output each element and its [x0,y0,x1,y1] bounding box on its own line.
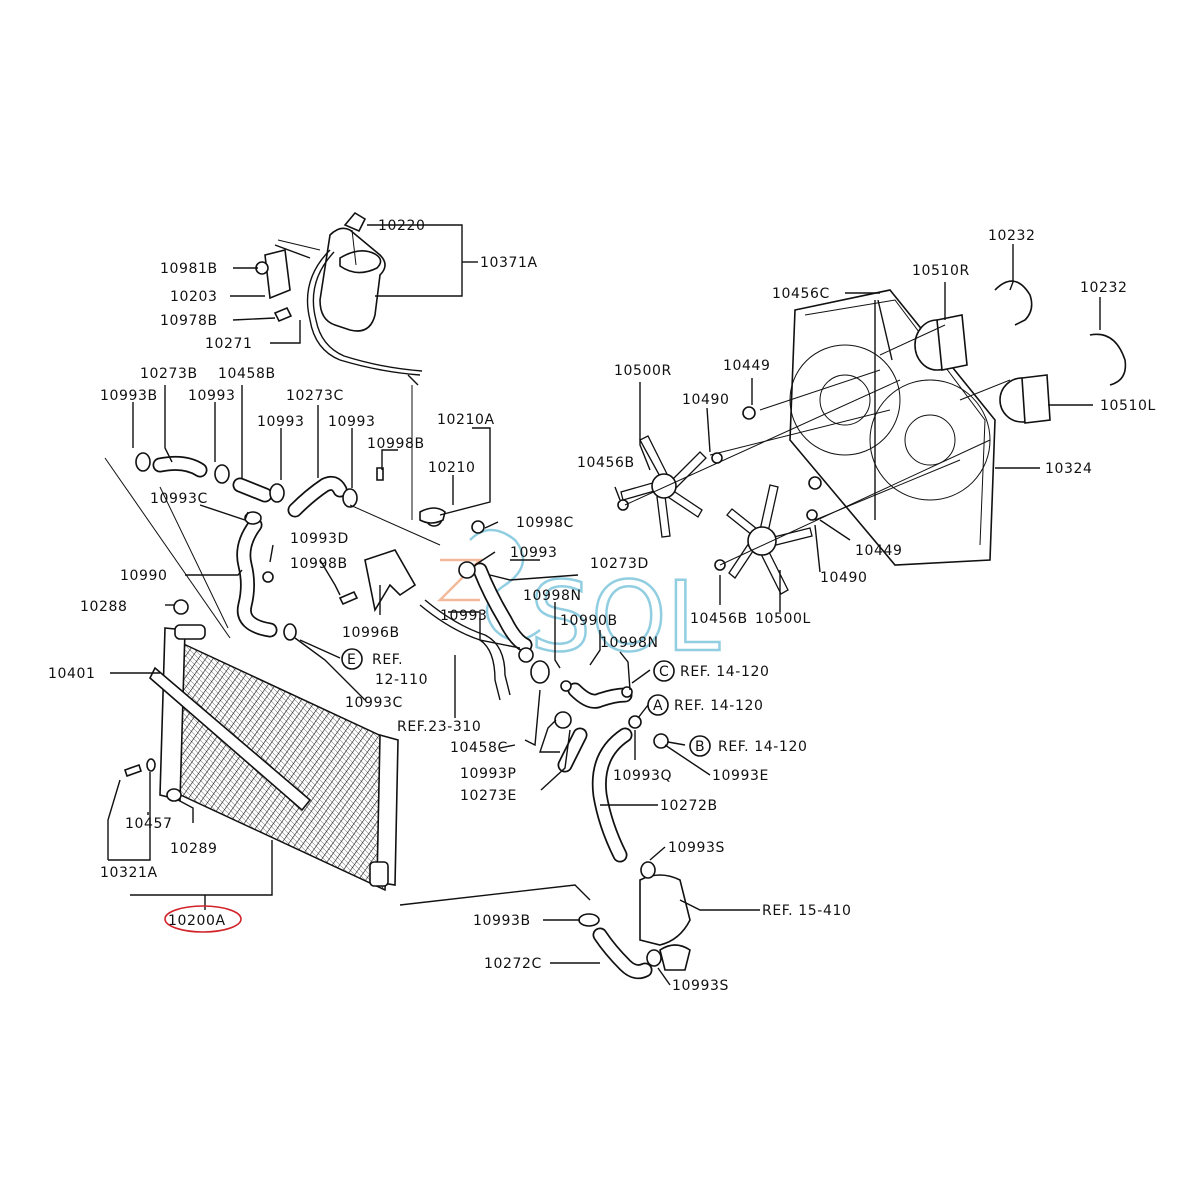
label-10993q: 10993Q [613,768,672,784]
label-10371a: 10371A [480,255,538,271]
label-10456b-b: 10456B [690,611,748,627]
ref-marker-b: B [695,739,705,755]
label-ref-15-410: REF. 15-410 [762,903,851,919]
label-10289: 10289 [170,841,218,857]
label-10981b: 10981B [160,261,218,277]
watermark: SOL [436,528,721,674]
label-10272b: 10272B [660,798,718,814]
label-10401: 10401 [48,666,96,682]
label-10272c: 10272C [484,956,542,972]
label-10510r: 10510R [912,263,970,279]
label-10990: 10990 [120,568,168,584]
label-10993c-b: 10993C [345,695,403,711]
label-10993p: 10993P [460,766,517,782]
label-10210a: 10210A [437,412,495,428]
label-10500r: 10500R [614,363,672,379]
leader-lines [104,224,1101,986]
label-10993b-bottom: 10993B [473,913,531,929]
label-10449-b: 10449 [855,543,903,559]
label-ref-e: REF. [372,652,403,668]
label-10232-b: 10232 [1080,280,1128,296]
label-10990b: 10990B [560,613,618,629]
ref-marker-a: A [653,698,663,714]
label-10500l: 10500L [755,611,811,627]
label-10978b: 10978B [160,313,218,329]
label-10457: 10457 [125,816,173,832]
label-ref-23-310: REF.23-310 [397,719,481,735]
label-10203: 10203 [170,289,218,305]
ref-marker-c: C [659,664,669,680]
label-10273e: 10273E [460,788,517,804]
label-10220: 10220 [378,218,426,234]
label-10456b-a: 10456B [577,455,635,471]
label-10993s-b: 10993S [672,978,729,994]
label-ref-c: REF. 14-120 [680,664,769,680]
label-10458c: 10458C [450,740,508,756]
label-10993-d: 10993 [510,545,558,561]
label-10200a: 10200A [168,913,226,929]
label-10490-a: 10490 [682,392,730,408]
label-10998b-b: 10998B [290,556,348,572]
reference-markers: E C A B [341,648,711,757]
label-10271: 10271 [205,336,253,352]
label-10273b: 10273B [140,366,198,382]
label-10288: 10288 [80,599,128,615]
label-10324: 10324 [1045,461,1093,477]
label-10449-a: 10449 [723,358,771,374]
part-labels: 10220 10371A 10981B 10203 10978B 10271 1… [48,218,1156,994]
label-10210: 10210 [428,460,476,476]
label-10998c: 10998C [516,515,574,531]
label-ref-b: REF. 14-120 [718,739,807,755]
label-10510l: 10510L [1100,398,1156,414]
hoses [152,455,691,980]
label-ref-e-num: 12-110 [375,672,428,688]
clamps [123,452,669,967]
label-10321a: 10321A [100,865,158,881]
highlight-oval [164,905,242,933]
label-10993d: 10993D [290,531,349,547]
label-10993e: 10993E [712,768,769,784]
reservoir-tank-group [255,211,423,386]
label-10273d: 10273D [590,556,649,572]
label-10993-b: 10993 [257,414,305,430]
label-10993-a: 10993 [188,388,236,404]
label-10993-e: 10993 [440,608,488,624]
label-10993c-a: 10993C [150,491,208,507]
label-10998n-a: 10998N [523,588,582,604]
fan-left [714,476,822,595]
label-10993b-top: 10993B [100,388,158,404]
ref-marker-e: E [347,652,356,668]
label-10456c: 10456C [772,286,830,302]
label-10458b: 10458B [218,366,276,382]
fan-right [617,406,756,538]
label-10490-b: 10490 [820,570,868,586]
label-10232-a: 10232 [988,228,1036,244]
radiator [149,624,399,892]
label-10993s-a: 10993S [668,840,725,856]
label-10996b: 10996B [342,625,400,641]
label-10993-c: 10993 [328,414,376,430]
label-ref-a: REF. 14-120 [674,698,763,714]
label-10998n-b: 10998N [600,635,659,651]
label-10273c: 10273C [286,388,344,404]
label-10998b-a: 10998B [367,436,425,452]
fan-motors [914,280,1127,424]
watermark-text: SOL [530,561,720,673]
